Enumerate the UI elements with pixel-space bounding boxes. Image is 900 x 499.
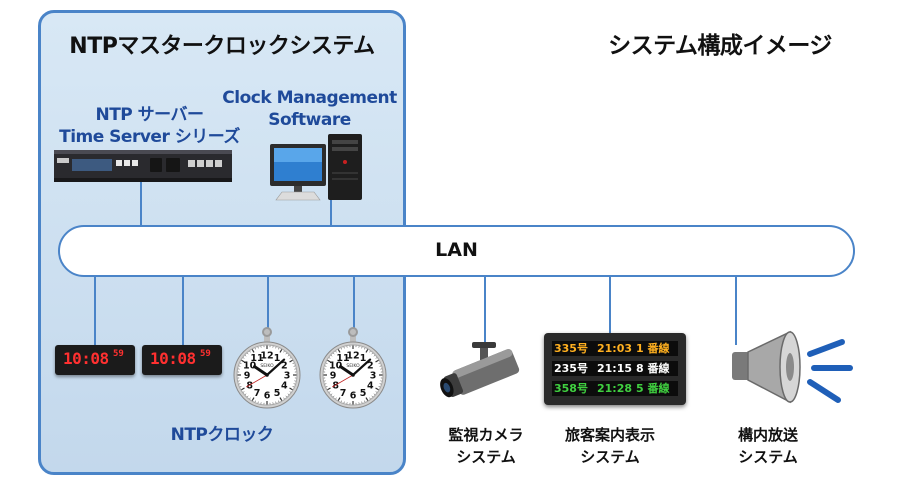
- board-row-1-track: 1 番線: [636, 342, 670, 355]
- ntp-clock-label: NTPクロック: [170, 425, 274, 445]
- security-camera-icon: [440, 342, 520, 398]
- digital-clock-1: 10:08 59: [55, 345, 135, 375]
- speaker-link: [735, 277, 737, 345]
- board-row-3: 358号 21:28 5 番線: [552, 381, 678, 396]
- clock-numeral: 5: [274, 388, 281, 399]
- digital-clock-1-link: [94, 277, 96, 345]
- display-system-label-line2: システム: [580, 448, 640, 466]
- clock-numeral: 11: [336, 353, 349, 364]
- camera-link: [484, 277, 486, 345]
- board-row-2: 235号 21:15 8 番線: [552, 361, 678, 376]
- clock-numeral: 6: [350, 391, 357, 402]
- display-board-link: [609, 277, 611, 333]
- ntp-server-lan-link: [140, 182, 142, 226]
- clock-management-label-line1: Clock Management: [222, 88, 397, 108]
- digital-clock-1-time: 10:08: [63, 349, 109, 368]
- lan-bar: [58, 225, 855, 277]
- analog-clock-2-link: [353, 277, 355, 329]
- clock-numeral: 8: [332, 381, 339, 392]
- ntp-server-label-line2: Time Server シリーズ: [59, 127, 240, 147]
- broadcast-system-label-line2: システム: [738, 448, 798, 466]
- board-row-3-train: 358号: [554, 382, 588, 395]
- minute-hand: [265, 358, 286, 377]
- clock-numeral: 7: [254, 388, 261, 399]
- ntp-server-device: [54, 150, 232, 182]
- board-row-3-track: 5 番線: [636, 382, 670, 395]
- broadcast-system-label: 構内放送 システム: [706, 424, 830, 468]
- clock-numeral: 11: [250, 353, 263, 364]
- clock-numeral: 5: [360, 388, 367, 399]
- display-system-label-line1: 旅客案内表示: [564, 426, 655, 444]
- board-row-2-time: 21:15: [597, 362, 633, 375]
- clock-numeral: 3: [284, 371, 291, 382]
- clock-management-label-line2: Software: [268, 110, 351, 130]
- camera-system-label-line1: 監視カメラ: [448, 426, 524, 444]
- minute-hand: [351, 358, 372, 377]
- clock-numeral: 10: [329, 361, 343, 372]
- hour-hand: [339, 365, 355, 377]
- clock-numeral: 4: [281, 381, 288, 392]
- loudspeaker-icon: [732, 330, 853, 404]
- digital-clock-2-seconds: 59: [200, 349, 211, 359]
- clock-numeral: 8: [246, 381, 253, 392]
- camera-system-label-line2: システム: [456, 448, 516, 466]
- clock-numeral: 10: [243, 361, 257, 372]
- computer-icon: [270, 134, 362, 201]
- camera-system-label: 監視カメラ システム: [424, 424, 548, 468]
- page-title: システム構成イメージ: [608, 33, 832, 59]
- clock-numeral: 9: [330, 371, 337, 382]
- hour-hand: [253, 365, 269, 377]
- software-lan-link: [330, 200, 332, 226]
- board-row-1-train: 335号: [554, 342, 588, 355]
- clock-numeral: 1: [360, 353, 367, 364]
- second-hand: [332, 374, 354, 388]
- ntp-server-label-line1: NTP サーバー: [95, 105, 204, 125]
- clock-numeral: 4: [367, 381, 374, 392]
- master-system-title: NTPマスタークロックシステム: [69, 34, 375, 59]
- digital-clock-2-time: 10:08: [150, 349, 196, 368]
- digital-clock-1-seconds: 59: [113, 349, 124, 359]
- board-row-2-train: 235号: [554, 362, 588, 375]
- broadcast-system-label-line1: 構内放送: [737, 426, 798, 444]
- clock-numeral: 3: [370, 371, 377, 382]
- board-row-1: 335号 21:03 1 番線: [552, 341, 678, 356]
- clock-numeral: 1: [274, 353, 281, 364]
- departure-board: 335号 21:03 1 番線 235号 21:15 8 番線 358号 21:…: [544, 333, 686, 405]
- clock-numeral: 7: [340, 388, 347, 399]
- clock-brand: SEIKO: [346, 363, 360, 369]
- clock-brand: SEIKO: [260, 363, 274, 369]
- clock-numeral: 2: [367, 361, 374, 372]
- clock-numeral: 9: [244, 371, 251, 382]
- second-hand: [246, 374, 268, 388]
- analog-clock-1-link: [267, 277, 269, 329]
- clock-management-label: Clock Management Software: [222, 87, 397, 131]
- digital-clock-2-link: [182, 277, 184, 345]
- clock-numeral: 12: [260, 351, 273, 362]
- board-row-2-track: 8 番線: [636, 362, 670, 375]
- digital-clock-2: 10:08 59: [142, 345, 222, 375]
- clock-numeral: 2: [281, 361, 288, 372]
- clock-numeral: 6: [264, 391, 271, 402]
- ntp-server-label: NTP サーバー Time Server シリーズ: [52, 104, 247, 148]
- lan-label: LAN: [435, 239, 478, 261]
- board-row-1-time: 21:03: [597, 342, 633, 355]
- display-system-label: 旅客案内表示 システム: [548, 424, 672, 468]
- board-row-3-time: 21:28: [597, 382, 633, 395]
- clock-numeral: 12: [346, 351, 359, 362]
